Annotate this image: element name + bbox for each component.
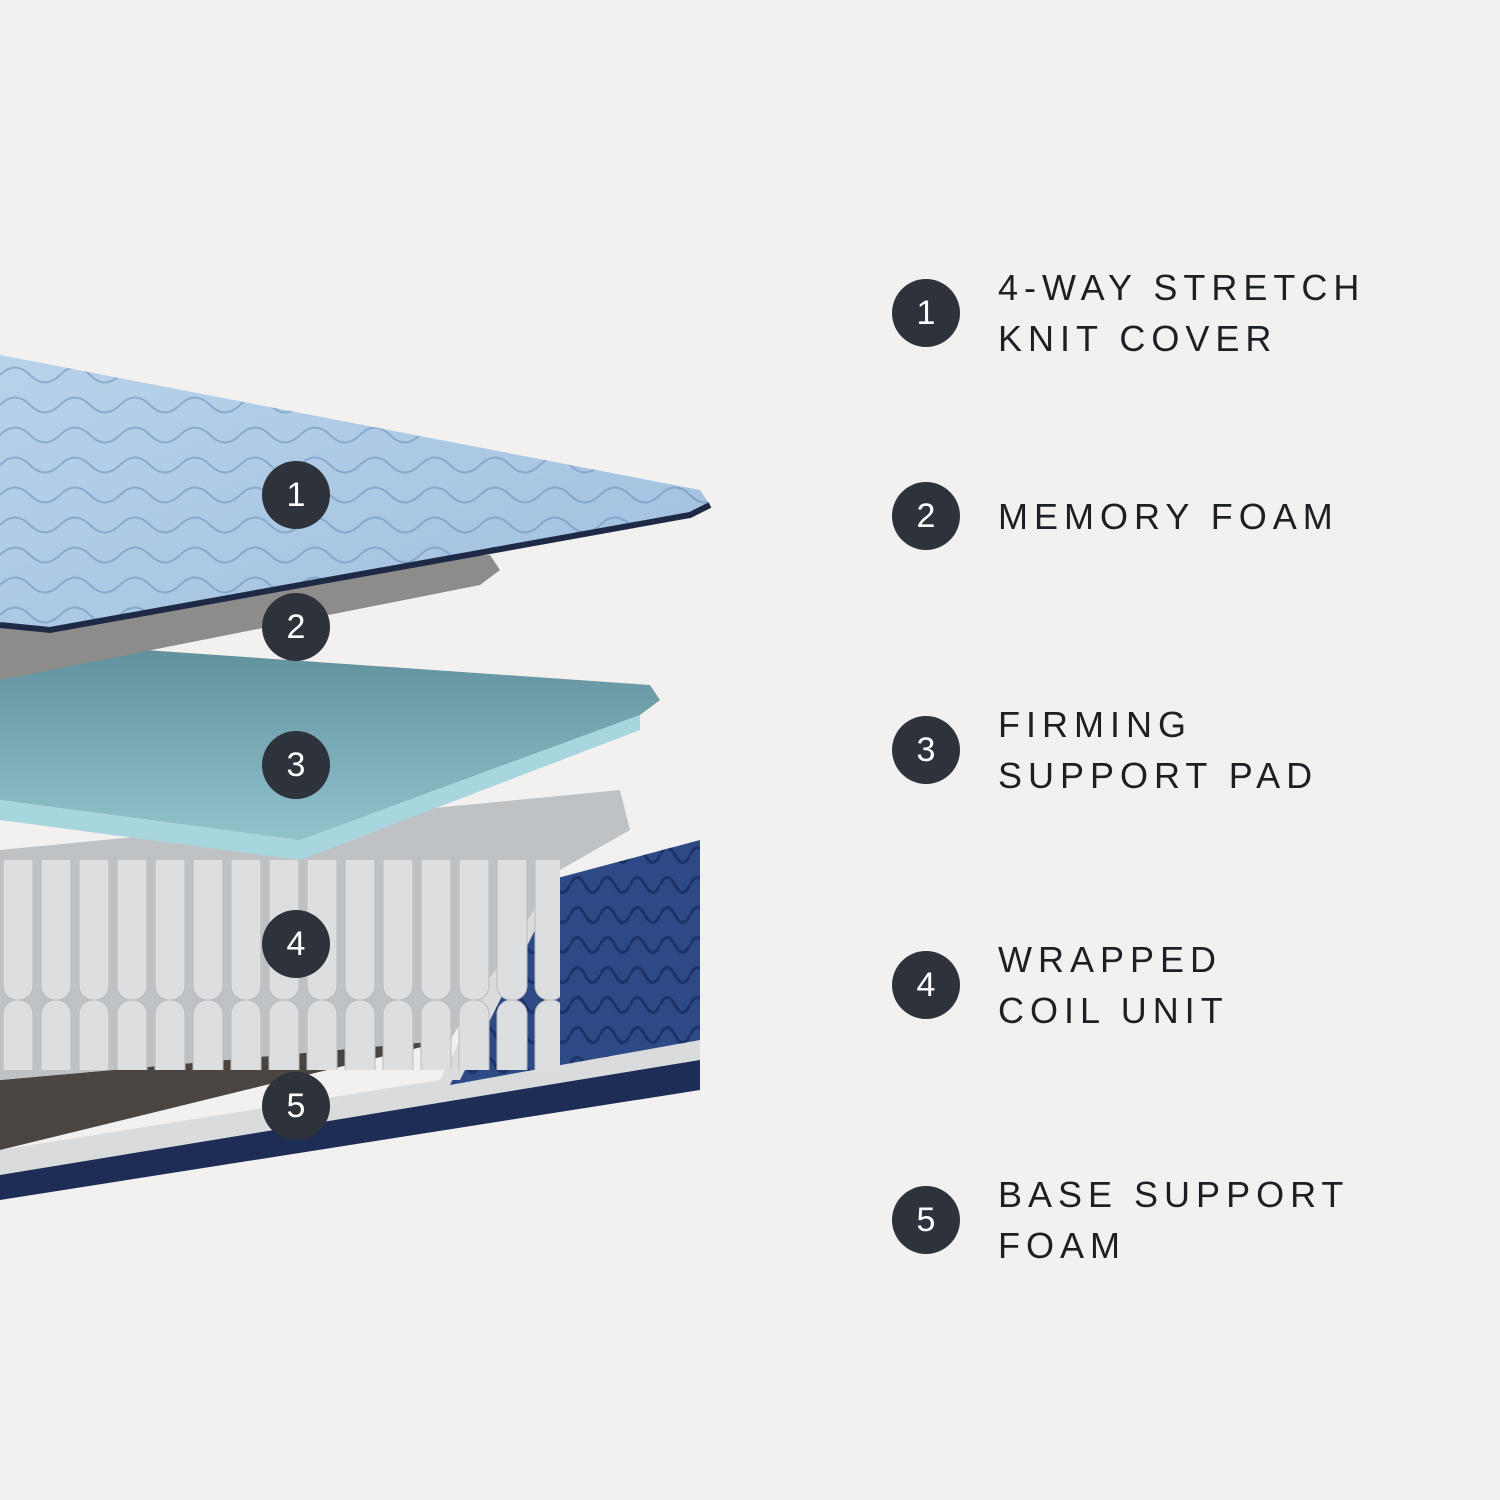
diagram-marker-3: 3 — [262, 731, 330, 799]
legend-badge: 4 — [892, 951, 960, 1019]
support-pad-graphic — [0, 640, 660, 860]
diagram-marker-5: 5 — [262, 1072, 330, 1140]
legend-label: 4-WAY STRETCH KNIT COVER — [998, 267, 1366, 359]
legend-item-knit-cover: 1 4-WAY STRETCH KNIT COVER — [892, 262, 1365, 364]
legend-badge: 3 — [892, 716, 960, 784]
legend-badge: 1 — [892, 279, 960, 347]
diagram-marker-1: 1 — [262, 461, 330, 529]
legend-label: WRAPPED COIL UNIT — [998, 939, 1229, 1031]
diagram-marker-4: 4 — [262, 910, 330, 978]
cover-graphic — [0, 355, 712, 634]
diagram-marker-2: 2 — [262, 593, 330, 661]
legend-label: FIRMING SUPPORT PAD — [998, 704, 1319, 796]
legend-badge: 5 — [892, 1186, 960, 1254]
legend-item-support-pad: 3 FIRMING SUPPORT PAD — [892, 699, 1318, 801]
legend-item-base-foam: 5 BASE SUPPORT FOAM — [892, 1169, 1349, 1271]
legend-item-coil-unit: 4 WRAPPED COIL UNIT — [892, 934, 1229, 1036]
mattress-exploded-illustration — [0, 355, 712, 1200]
legend-badge: 2 — [892, 482, 960, 550]
legend-label: MEMORY FOAM — [998, 495, 1339, 537]
legend-label: BASE SUPPORT FOAM — [998, 1174, 1350, 1266]
legend-item-memory-foam: 2 MEMORY FOAM — [892, 482, 1339, 550]
